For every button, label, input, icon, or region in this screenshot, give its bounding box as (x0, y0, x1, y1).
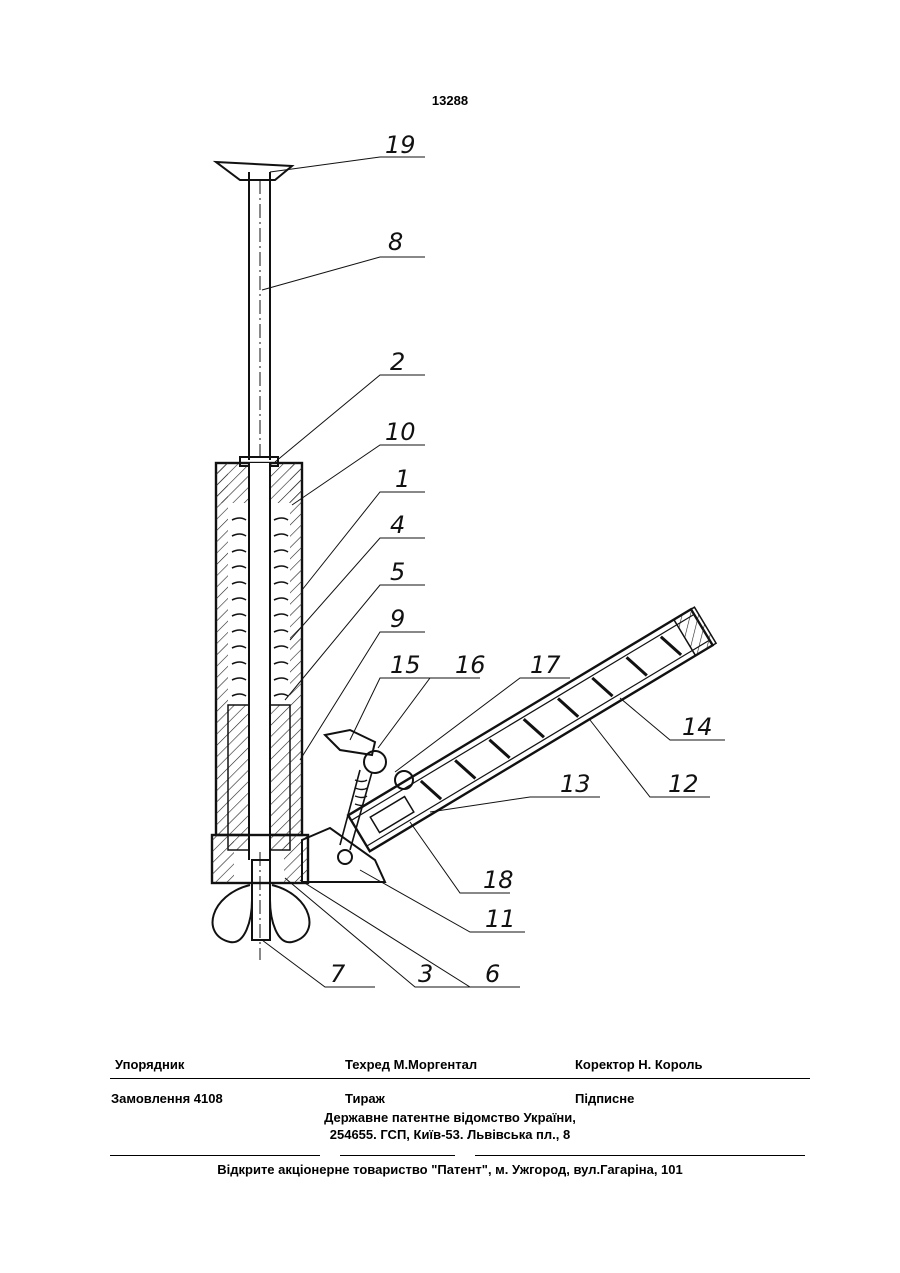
punch (252, 860, 270, 940)
part-label-16: 16 (455, 651, 486, 679)
footer-divider-mid (340, 1155, 455, 1156)
footer-subscription: Підписне (575, 1091, 634, 1106)
part-label-8: 8 (388, 228, 403, 256)
latch-lever (325, 730, 375, 755)
part-label-6: 6 (485, 960, 500, 988)
footer-divider-top (110, 1078, 810, 1079)
part-label-3: 3 (418, 960, 433, 988)
part-label-13: 13 (560, 770, 591, 798)
footer-corrector: Коректор Н. Король (575, 1057, 703, 1072)
part-label-2: 2 (390, 348, 405, 376)
footer-address: 254655. ГСП, Київ-53. Львівська пл., 8 (0, 1127, 900, 1142)
spring-left (232, 518, 246, 696)
part-label-14: 14 (682, 713, 713, 741)
bracket (302, 828, 385, 882)
part-label-11: 11 (485, 905, 516, 933)
part-label-7: 7 (330, 960, 346, 988)
part-label-4: 4 (390, 511, 405, 539)
part-label-18: 18 (483, 866, 514, 894)
part-label-17: 17 (530, 651, 561, 679)
feeder-tube (348, 607, 716, 851)
footer-techred: Техред М.Моргентал (345, 1057, 477, 1072)
part-label-9: 9 (390, 605, 405, 633)
footer-compiler: Упорядник (115, 1057, 184, 1072)
footer-office: Державне патентне відомство України, (0, 1110, 900, 1125)
part-label-12: 12 (668, 770, 699, 798)
part-label-19: 19 (385, 131, 416, 159)
part-label-10: 10 (385, 418, 416, 446)
footer-order: Замовлення 4108 (111, 1091, 223, 1106)
footer-divider-left (110, 1155, 320, 1156)
part-label-5: 5 (390, 558, 405, 586)
part-label-15: 15 (390, 651, 421, 679)
footer-divider-right (475, 1155, 805, 1156)
part-label-1: 1 (395, 465, 410, 493)
footer-circulation: Тираж (345, 1091, 385, 1106)
spring-right (274, 518, 288, 696)
leader-lines (262, 157, 725, 987)
footer-printer: Відкрите акціонерне товариство "Патент",… (0, 1162, 900, 1177)
